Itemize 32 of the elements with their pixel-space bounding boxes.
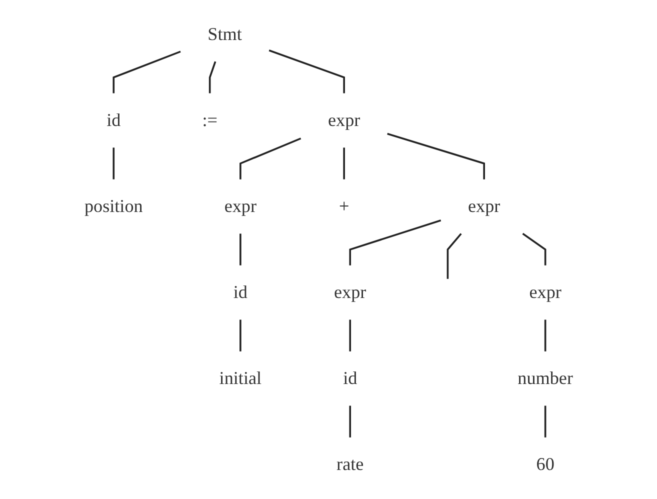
tree-line [208,61,216,94]
tree-node-label: id [342,368,357,389]
tree-node-label: position [84,196,143,216]
tree-node-label: id [233,282,248,302]
tree-node-label: expr [224,196,256,216]
tree-node-label: expr [468,196,500,216]
tree-line [239,234,242,266]
tree-node-label: + [338,196,349,216]
tree-node-label: expr [529,282,562,302]
tree-node-label: := [202,110,218,130]
tree-line [446,233,462,279]
tree-line [239,320,242,352]
tree-line [268,50,345,94]
tree-line [522,232,546,266]
tree-node-label: Stmt [207,24,242,44]
tree-node-label: rate [336,454,364,475]
tree-line [544,406,546,438]
tree-line [349,406,351,438]
tree-node-label: id [106,110,120,130]
tree-line [112,148,114,180]
tree-node-label: number [517,368,573,389]
tree-line [544,320,546,352]
tree-line [349,320,351,352]
tree-node-label: 60 [536,454,554,475]
tree-line [342,148,345,180]
tree-line [239,138,301,180]
tree-node-label: expr [334,282,366,302]
tree-line [112,50,181,94]
tree-node-label: initial [219,368,262,389]
tree-line [386,132,485,180]
tree-line [349,220,441,266]
tree-node-label: expr [328,110,360,130]
